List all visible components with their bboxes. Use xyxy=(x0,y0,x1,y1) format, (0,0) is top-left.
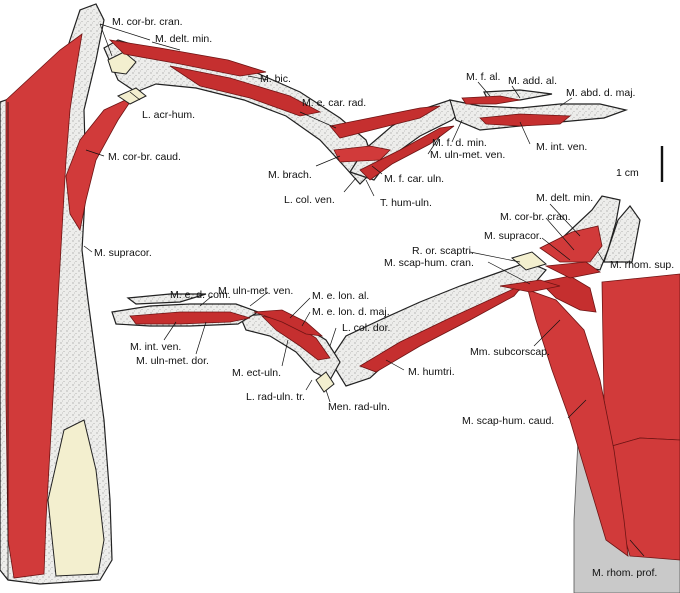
label-uln-met-ven-bottom: M. uln-met. ven. xyxy=(218,285,293,297)
scale-bar: 1 cm xyxy=(616,146,664,182)
label-uln-met-dor: M. uln-met. dor. xyxy=(136,355,209,367)
label-col-ven: L. col. ven. xyxy=(284,194,335,206)
right-shoulder xyxy=(499,195,680,593)
label-rhom-prof: M. rhom. prof. xyxy=(592,567,657,579)
label-f-car-uln: M. f. car. uln. xyxy=(384,173,444,185)
label-scap-hum-caud: M. scap-hum. caud. xyxy=(462,415,554,427)
label-uln-met-ven-top: M. uln-met. ven. xyxy=(430,149,505,161)
labels: M. cor-br. cran. M. delt. min. M. bic. L… xyxy=(94,16,674,579)
label-bic: M. bic. xyxy=(260,73,291,85)
top-flexor-carpi-ulnaris xyxy=(359,125,455,181)
label-supracor-left: M. supracor. xyxy=(94,247,152,259)
label-e-car-rad: M. e. car. rad. xyxy=(302,97,366,109)
label-ect-uln: M. ect-uln. xyxy=(232,367,281,379)
label-delt-min-right: M. delt. min. xyxy=(536,192,593,204)
label-rad-uln-tr: L. rad-uln. tr. xyxy=(246,391,305,403)
right-deltoideus-minor xyxy=(539,225,603,263)
right-scapula-tip xyxy=(603,205,641,263)
left-supracoracoideus-muscle xyxy=(5,33,83,579)
label-delt-min-top: M. delt. min. xyxy=(155,33,212,45)
label-f-d-min: M. f. d. min. xyxy=(432,137,487,149)
scale-bar-label: 1 cm xyxy=(616,167,639,179)
top-flexor-alulae xyxy=(461,95,521,105)
label-add-al: M. add. al. xyxy=(508,75,557,87)
right-coracobrachialis-cranialis xyxy=(544,261,601,279)
top-biceps xyxy=(169,65,322,117)
top-acrocoracohumeral-ligament xyxy=(116,87,147,105)
label-f-al: M. f. al. xyxy=(466,71,500,83)
bottom-wing xyxy=(111,261,547,393)
label-or-scaptri: R. or. scaptri. xyxy=(412,245,474,257)
bottom-meniscus xyxy=(315,371,335,393)
label-int-ven-bottom: M. int. ven. xyxy=(130,341,181,353)
bottom-digit xyxy=(126,293,207,305)
right-rhomboideus-superficialis xyxy=(601,273,680,447)
label-e-d-com: M. e. d. com. xyxy=(170,289,231,301)
label-humtri: M. humtri. xyxy=(408,366,455,378)
label-men-rad-uln: Men. rad-uln. xyxy=(328,401,390,413)
right-or-scaptri-ramus xyxy=(510,251,548,271)
label-abd-d-maj: M. abd. d. maj. xyxy=(566,87,635,99)
label-e-lon-d-maj: M. e. lon. d. maj. xyxy=(312,306,390,318)
left-shoulder-column xyxy=(0,3,136,585)
left-cartilage-strip xyxy=(47,419,105,577)
label-subcorscap: Mm. subcorscap. xyxy=(470,346,550,358)
label-col-dor: L. col. dor. xyxy=(342,322,390,334)
bottom-ext-digitorum-communis xyxy=(129,311,251,325)
label-brach: M. brach. xyxy=(268,169,312,181)
top-humeral-head-cartilage xyxy=(107,51,137,75)
bottom-ext-longus xyxy=(253,309,324,337)
right-scapulohumeralis-caudalis xyxy=(527,289,629,557)
label-supracor-right: M. supracor. xyxy=(484,230,542,242)
label-cor-br-cran-right: M. cor-br. cran. xyxy=(500,211,571,223)
top-wing xyxy=(103,39,629,185)
label-hum-uln: T. hum-uln. xyxy=(380,197,432,209)
label-int-ven-top: M. int. ven. xyxy=(536,141,587,153)
top-brachialis xyxy=(333,145,391,163)
leader-lines xyxy=(83,23,645,557)
label-cor-br-caud: M. cor-br. caud. xyxy=(108,151,181,163)
top-interosseus-ventralis xyxy=(479,113,572,127)
top-ext-carpi-radialis xyxy=(329,105,441,139)
label-cor-br-cran-top: M. cor-br. cran. xyxy=(112,16,183,28)
label-scap-hum-cran: M. scap-hum. cran. xyxy=(384,257,474,269)
top-deltoideus-minor xyxy=(108,39,267,77)
label-e-lon-al: M. e. lon. al. xyxy=(312,290,369,302)
left-coracobrachialis-caudal-muscle xyxy=(65,95,136,232)
label-acr-hum: L. acr-hum. xyxy=(142,109,195,121)
label-rhom-sup: M. rhom. sup. xyxy=(610,259,674,271)
